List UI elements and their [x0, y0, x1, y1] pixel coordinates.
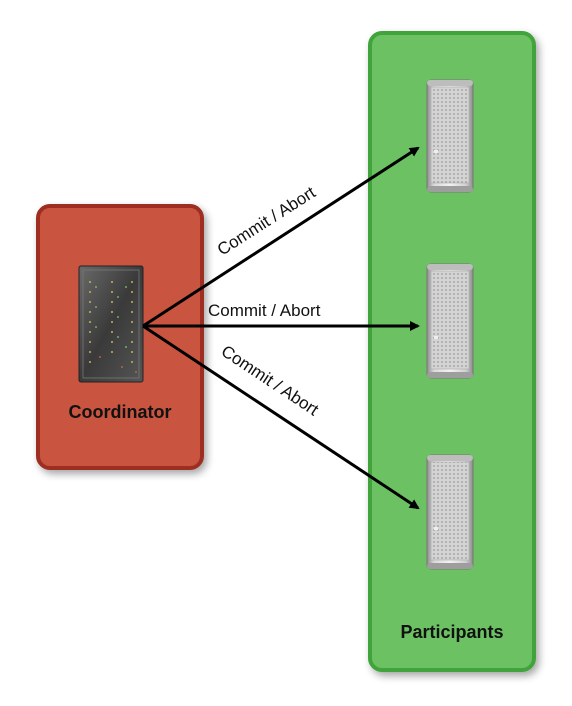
- message-arrows: [142, 146, 420, 510]
- tower-server-icon: [426, 263, 474, 379]
- arrow-to-participant-1: [142, 146, 420, 328]
- participant-server-2: [426, 263, 474, 379]
- participants-label: Participants: [400, 622, 503, 642]
- rack-server-icon: [78, 265, 144, 383]
- message-label-2: Commit / Abort: [208, 301, 321, 320]
- message-label-3: Commit / Abort: [218, 341, 322, 419]
- tower-server-icon: [426, 454, 474, 570]
- coordinator-label: Coordinator: [69, 402, 172, 422]
- participant-server-1: [426, 79, 474, 193]
- coordinator-box: Coordinator: [36, 204, 204, 470]
- arrow-to-participant-3: [142, 324, 420, 510]
- tower-server-icon: [426, 79, 474, 193]
- participant-server-3: [426, 454, 474, 570]
